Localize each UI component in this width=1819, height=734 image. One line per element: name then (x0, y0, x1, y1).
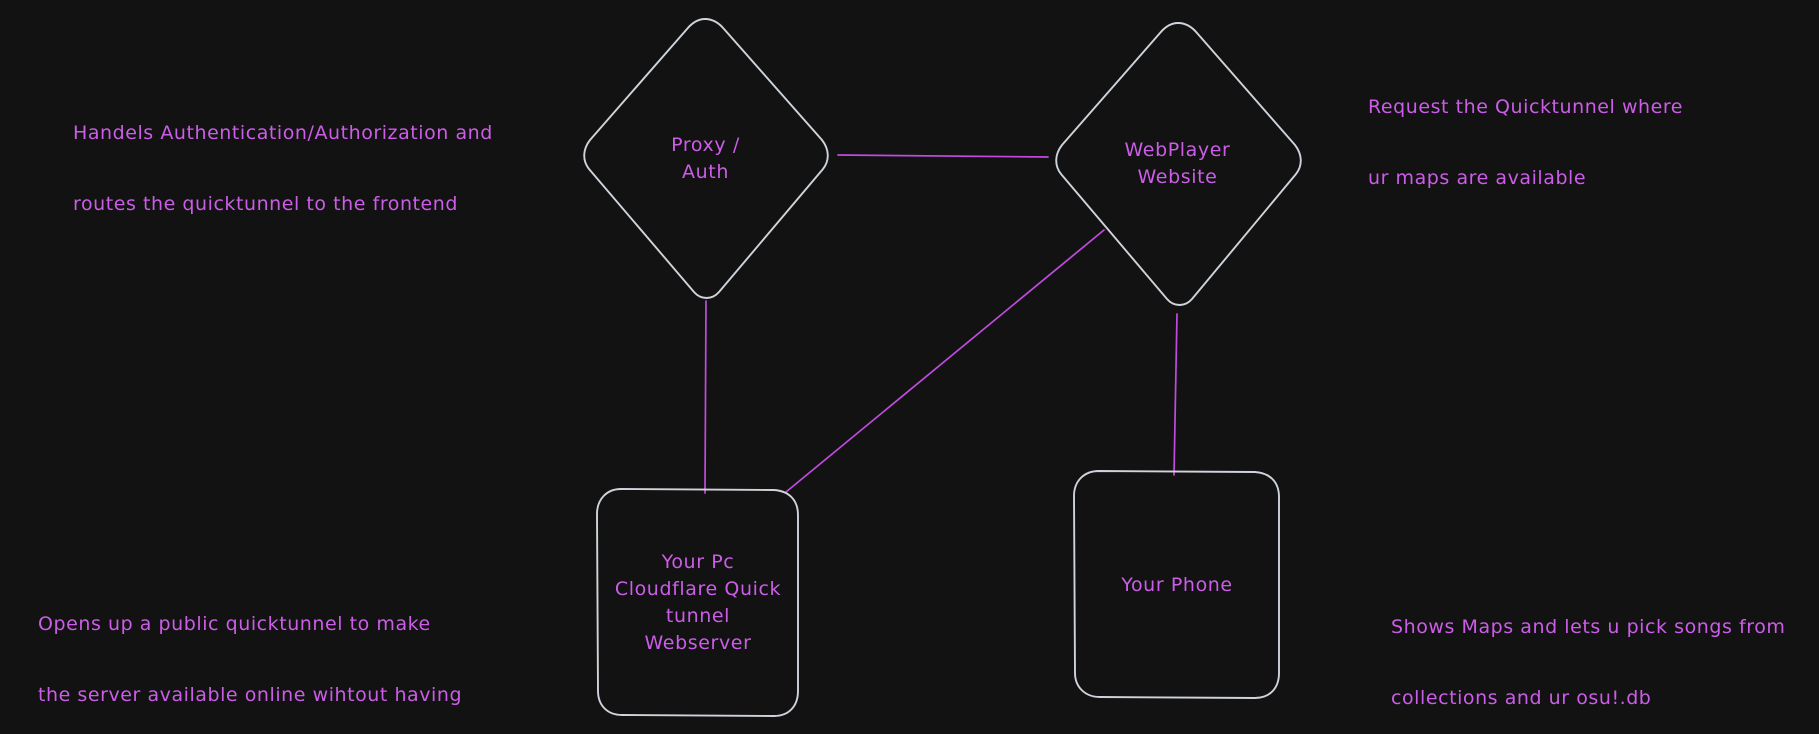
annotation-proxy-auth-note-line-2: routes the quicktunnel to the frontend (73, 192, 458, 215)
node-proxy-auth[interactable]: Proxy / Auth (573, 10, 838, 307)
annotation-your-phone-note-line-2: collections and ur osu!.db (1391, 686, 1652, 709)
node-your-phone[interactable]: Your Phone (1069, 466, 1285, 704)
annotation-webplayer-note: Request the Quicktunnel where ur maps ar… (1368, 48, 1683, 238)
rounded-rect-shape-your-phone (1073, 470, 1280, 699)
edge-proxy-auth-to-webplayer (837, 154, 1049, 158)
edge-webplayer-to-your-phone (1173, 313, 1178, 476)
node-webplayer-website[interactable]: WebPlayer Website (1045, 14, 1310, 314)
annotation-proxy-auth-note: Handels Authentication/Authorization and… (73, 74, 493, 264)
annotation-your-pc-note: Opens up a public quicktunnel to make th… (38, 565, 483, 734)
diamond-shape-proxy-auth (583, 18, 829, 299)
rounded-rect-shape-your-pc (596, 488, 799, 717)
diamond-shape-webplayer-website (1055, 22, 1302, 306)
edge-proxy-auth-to-your-pc (704, 300, 707, 494)
annotation-your-pc-note-line-1: Opens up a public quicktunnel to make (38, 612, 431, 635)
annotation-webplayer-note-line-2: ur maps are available (1368, 166, 1587, 189)
node-your-pc[interactable]: Your Pc Cloudflare Quick tunnel Webserve… (592, 484, 804, 722)
annotation-your-phone-note-line-1: Shows Maps and lets u pick songs from (1391, 615, 1786, 638)
annotation-proxy-auth-note-line-1: Handels Authentication/Authorization and (73, 121, 493, 144)
annotation-webplayer-note-line-1: Request the Quicktunnel where (1368, 95, 1684, 118)
annotation-your-phone-note: Shows Maps and lets u pick songs from co… (1391, 568, 1785, 734)
annotation-your-pc-note-line-2: the server available online wihtout havi… (38, 683, 463, 706)
